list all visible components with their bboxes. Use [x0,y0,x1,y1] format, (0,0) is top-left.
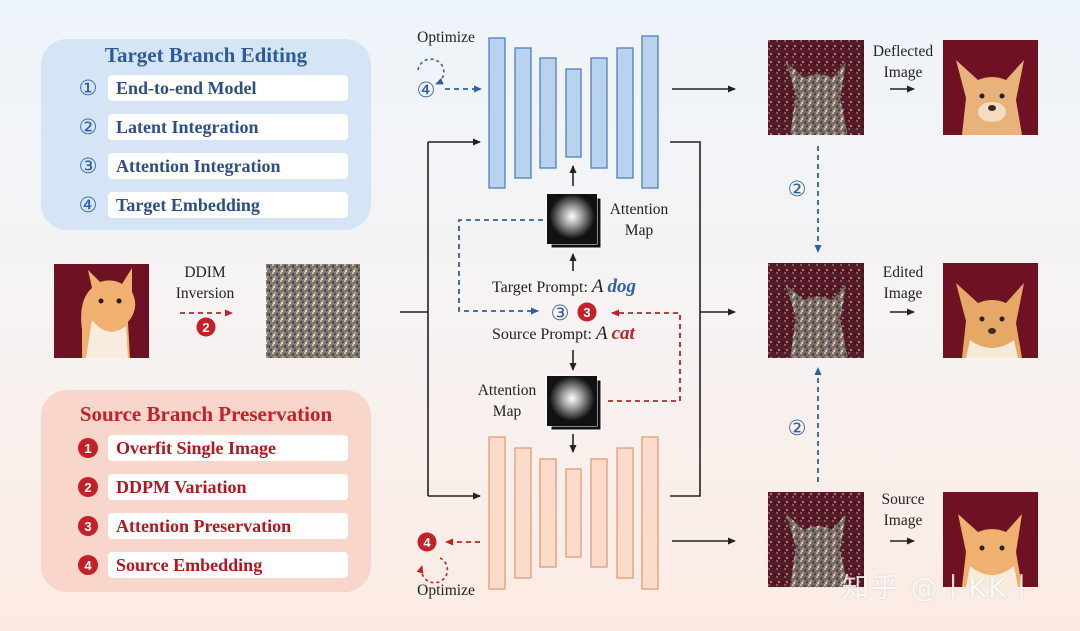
ddim-inversion-label: DDIM Inversion [160,262,250,304]
attention-integration-badge: ③ [551,301,570,325]
edited-dog-image [943,263,1038,358]
target-item-3: ③ Attention Integration [77,153,348,179]
source-item-3: 3 Attention Preservation [77,513,348,539]
source-item-label: Overfit Single Image [108,435,348,461]
deflected-noisy-image [768,40,864,135]
optimize-label-bottom: Optimize [417,582,475,599]
source-item-1: 1 Overfit Single Image [77,435,348,461]
split-connector [400,138,481,500]
source-item-label: Source Embedding [108,552,348,578]
attention-map-label-bottom: Attention Map [468,380,546,422]
attention-label-line1: Attention [609,201,669,218]
target-unet [488,35,659,189]
target-embedding-badge: ④ [417,78,436,102]
source-item-2: 2 DDPM Variation [77,474,348,500]
watermark: 知乎 @丨KK丨 [842,573,1037,604]
deflected-dog-image [943,40,1038,135]
attention-preservation-badge: 3 [577,302,597,322]
attention-label-line2: Map [624,222,654,239]
edited-image-label: Edited Image [864,262,942,304]
deflected-label-line2: Image [883,64,923,81]
ddim-label-line2: Inversion [175,285,235,302]
source-cat-photo [54,264,149,358]
target-item-2: ② Latent Integration [77,114,348,140]
decode-arrows [890,85,915,545]
source-image-label: Source Image [864,489,942,531]
source-label-line1: Source [881,491,925,508]
svg-text:3: 3 [583,305,590,320]
source-item-label: Attention Preservation [108,513,348,539]
target-item-label: Attention Integration [108,153,348,179]
edited-label-line1: Edited [882,264,924,281]
source-noisy-image [768,492,864,587]
filled-number-badge: 1 [77,437,99,459]
ddpm-variation-badge: 2 [196,317,216,337]
noise-latent-image [266,264,360,358]
number-badge: ② [78,115,98,139]
source-label-line2: Image [883,512,923,529]
attention-label-line1: Attention [477,382,537,399]
source-unet [488,436,659,590]
output-connectors [670,85,736,545]
deflected-label-line1: Deflected [872,43,934,60]
filled-number-badge: 4 [77,554,99,576]
source-item-label: DDPM Variation [108,474,348,500]
attention-label-line2: Map [492,403,522,420]
target-item-label: Latent Integration [108,114,348,140]
edited-noisy-image [768,263,864,358]
target-prompt: Target Prompt: A dog [492,276,636,298]
source-prompt-prefix: Source Prompt: [492,326,596,343]
target-item-label: End-to-end Model [108,75,348,101]
source-cat-output-image [943,492,1038,587]
prompt-article: A [591,276,604,297]
filled-number-badge: 2 [77,476,99,498]
attention-integration-path [458,219,543,315]
svg-text:2: 2 [202,320,209,335]
attention-map-bottom [546,375,602,431]
attention-map-top [546,193,602,249]
attention-preservation-path [608,309,681,402]
target-word: dog [607,276,637,297]
source-branch-panel: Source Branch Preservation 1 Overfit Sin… [41,390,371,592]
target-item-label: Target Embedding [108,192,348,218]
filled-number-badge: 3 [77,515,99,537]
edited-label-line2: Image [883,285,923,302]
target-item-1: ① End-to-end Model [77,75,348,101]
optimize-loop-top [417,58,482,93]
optimize-loop-bottom [416,538,480,584]
optimize-label-top: Optimize [417,29,475,46]
source-embedding-badge: 4 [417,532,437,552]
target-panel-title: Target Branch Editing [104,43,308,67]
ddim-label-line1: DDIM [184,264,226,281]
source-word: cat [611,323,635,344]
source-item-4: 4 Source Embedding [77,552,348,578]
deflected-image-label: Deflected Image [864,41,942,83]
prompt-article: A [596,323,608,344]
number-badge: ③ [78,154,98,178]
target-item-4: ④ Target Embedding [77,192,348,218]
target-branch-panel: Target Branch Editing ① End-to-end Model… [41,39,371,230]
target-prompt-prefix: Target Prompt: [492,279,592,296]
svg-text:4: 4 [423,535,431,550]
latent-integration-badge-top: ② [788,177,807,201]
latent-integration-badge-bottom: ② [788,416,807,440]
attention-map-label-top: Attention Map [601,199,677,241]
source-panel-title: Source Branch Preservation [79,402,333,426]
number-badge: ① [78,76,98,100]
number-badge: ④ [78,193,98,217]
source-prompt: Source Prompt: A cat [492,323,635,345]
